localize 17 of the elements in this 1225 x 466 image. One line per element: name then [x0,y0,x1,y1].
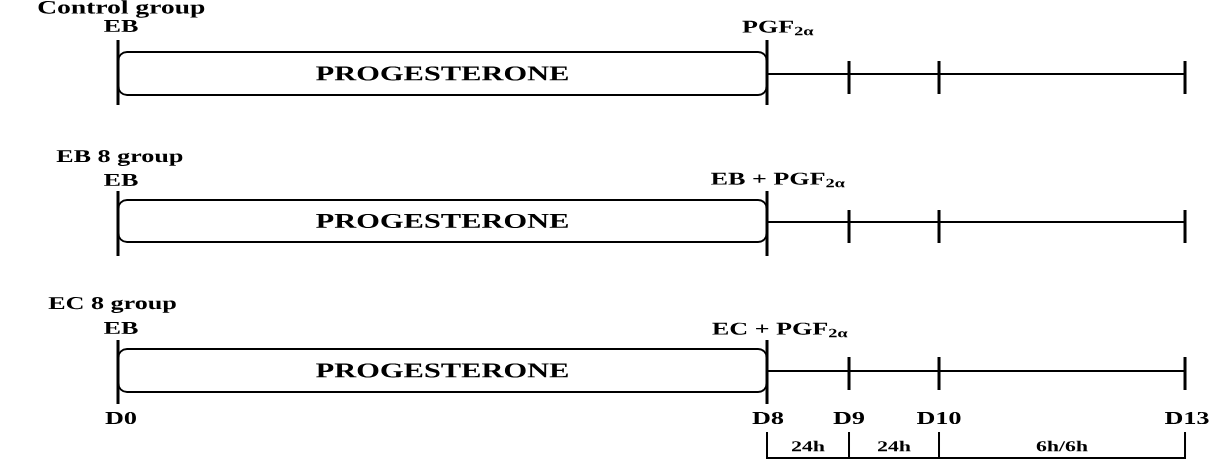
group-title: EB 8 group [56,150,183,166]
treatment-label: EC + PGF$_{2α}$ [712,322,848,338]
treatment-label: EB [104,322,138,334]
treatment-bar: PROGESTERONE [117,51,768,96]
group-title: Control group [38,0,205,18]
day-label: D8 [752,411,784,425]
group-title: EC 8 group [48,297,176,313]
day-label: D9 [833,411,864,425]
day-label: D10 [917,411,961,425]
treatment-bar: PROGESTERONE [117,199,768,243]
treatment-label: EB [104,20,138,32]
treatment-label: EB [104,174,138,186]
treatment-label: PGF$_{2α}$ [742,20,814,36]
treatment-label: EB + PGF$_{2α}$ [711,172,845,188]
day-label: D13 [1165,411,1209,425]
treatment-bar: PROGESTERONE [117,348,768,393]
day-label: D0 [105,411,136,425]
